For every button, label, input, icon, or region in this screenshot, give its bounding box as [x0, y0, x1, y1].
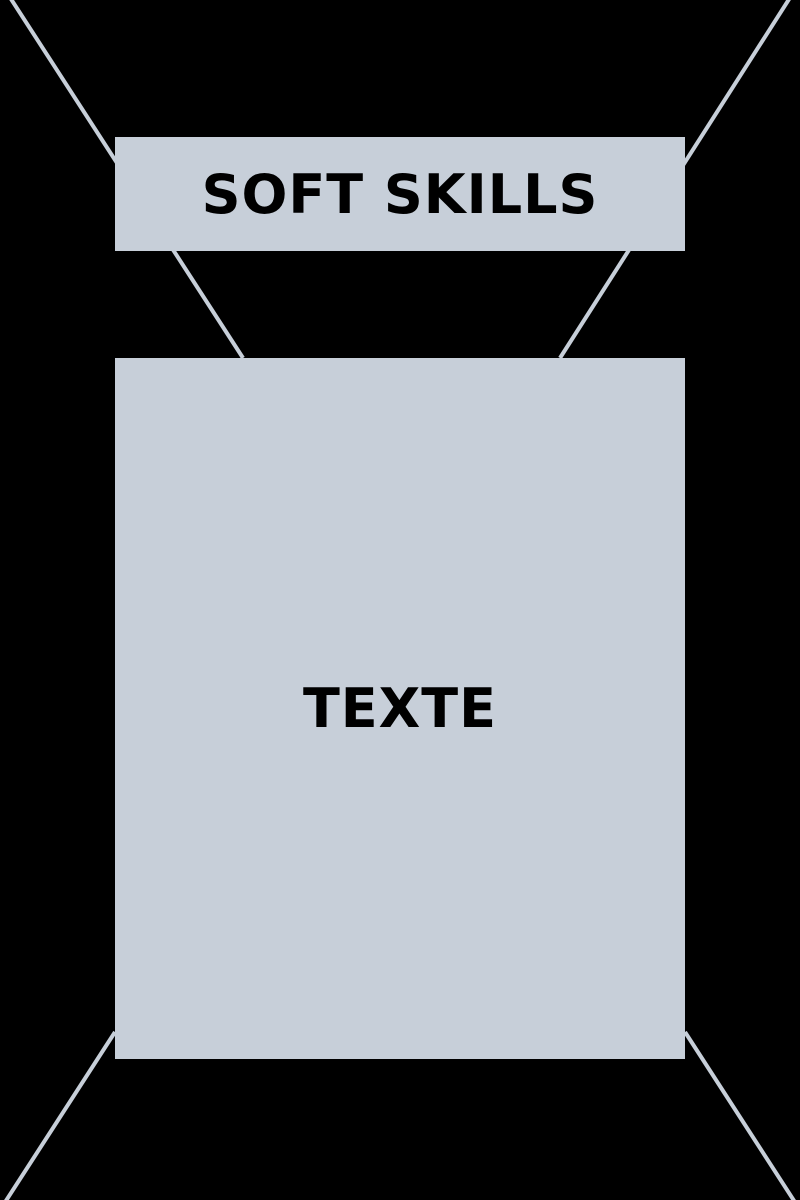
bottom-left-diagonal-line [4, 1030, 117, 1200]
page-title: SOFT SKILLS [201, 162, 599, 226]
content-text: TEXTE [302, 677, 498, 740]
bottom-right-diagonal-line [683, 1030, 796, 1200]
content-panel: TEXTE [115, 358, 685, 1059]
title-banner: SOFT SKILLS [115, 137, 685, 251]
